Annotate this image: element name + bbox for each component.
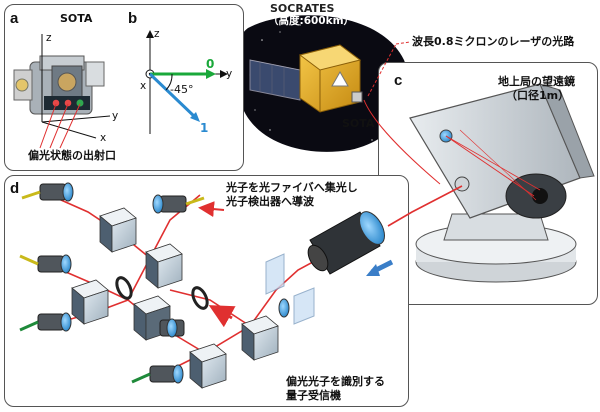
ground-telescope — [409, 83, 595, 283]
satellite-name: SOCRATES — [270, 2, 335, 15]
panel-a-label: a — [10, 10, 19, 27]
beam-path-note: 波長0.8ミクロンのレーザの光路 — [412, 35, 575, 48]
fiber-couplers — [19, 182, 290, 384]
half-wave-plates — [115, 276, 209, 310]
panel-d-label: d — [10, 180, 20, 197]
axis-b-x: x — [140, 80, 147, 92]
axis-b-y: y — [226, 68, 233, 80]
sota-device-illustration — [13, 34, 111, 149]
vector-1-label: 1 — [200, 121, 209, 135]
fiber-note-line1: 光子を光ファイバへ集光し — [226, 181, 358, 194]
axis-a-y: y — [112, 110, 119, 122]
receiver-caption-line2: 量子受信機 — [286, 389, 341, 402]
polarization-vectors — [145, 30, 228, 134]
axis-a-z: z — [46, 32, 52, 44]
axis-b-z: z — [154, 28, 160, 40]
laser-downlink-beam — [363, 99, 441, 185]
satellite-sota-label: SOTA — [342, 117, 375, 130]
vector-0-label: 0 — [206, 57, 215, 71]
waveplate — [265, 253, 285, 295]
signal-arrow — [208, 305, 236, 328]
axis-a-x: x — [100, 132, 107, 144]
panel-c-label: c — [394, 72, 403, 89]
telescope-aperture: （口径1m） — [506, 89, 570, 102]
telescope-title: 地上局の望遠鏡 — [498, 75, 575, 88]
panel-b-label: b — [128, 10, 138, 27]
receiver-caption-line1: 偏光光子を識別する — [286, 375, 385, 388]
angle-label: -45° — [170, 83, 194, 96]
satellite-altitude: （高度:600km） — [268, 15, 355, 27]
beam-note-pointer — [367, 43, 397, 97]
receiver-telescope — [307, 211, 385, 275]
exit-port-caption: 偏光状態の出射口 — [28, 149, 116, 162]
fiber-note-line2: 光子検出器へ導波 — [226, 195, 314, 208]
sota-title: SOTA — [60, 12, 93, 25]
socrates-satellite — [249, 44, 363, 113]
output-arrow — [198, 201, 225, 218]
beam-splitter-cubes — [71, 207, 279, 389]
